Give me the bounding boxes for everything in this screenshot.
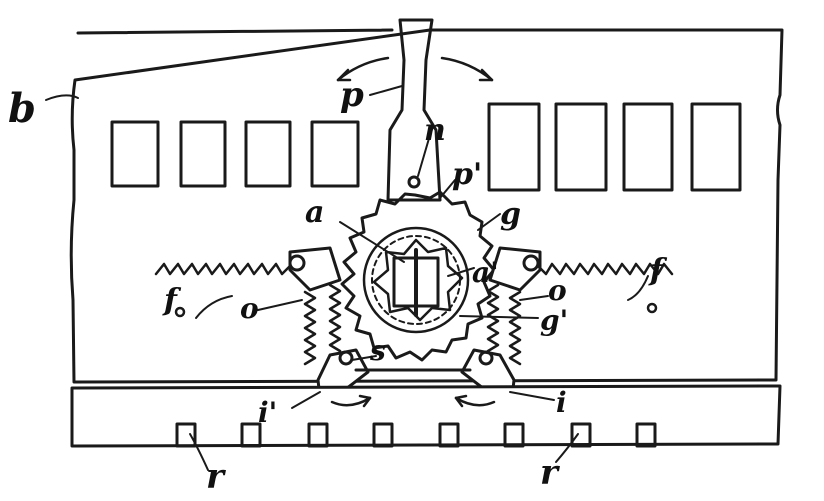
upper-slots <box>110 102 742 192</box>
label-n: n <box>424 113 446 148</box>
label-a-right: a' <box>472 256 499 289</box>
label-g: g <box>500 197 521 232</box>
label-b: b <box>8 85 36 132</box>
lever <box>386 18 442 202</box>
label-a-left: a <box>305 195 324 230</box>
lever-arrows <box>336 56 494 82</box>
rack-bar <box>70 384 782 448</box>
label-i1: i' <box>258 396 277 429</box>
label-p1: p' <box>452 157 482 192</box>
label-i: i <box>556 386 567 419</box>
label-g1: g' <box>540 304 568 337</box>
toothed-wheel <box>340 190 496 362</box>
spring-left <box>154 262 292 318</box>
spring-right <box>536 262 674 314</box>
label-f-right: f <box>648 253 668 288</box>
leader-lines <box>45 85 649 471</box>
label-o-right: o <box>548 274 567 307</box>
label-p: p <box>340 75 364 115</box>
pawl-arrows <box>330 394 496 408</box>
label-r-right: r <box>540 453 560 493</box>
main-plate <box>69 28 784 384</box>
label-s: s <box>369 334 386 367</box>
label-r-left: r <box>206 457 226 497</box>
label-f-left: f <box>162 283 182 318</box>
spring-o-right <box>486 283 522 366</box>
label-o-left: o <box>240 292 259 325</box>
spring-o-left <box>303 283 342 366</box>
